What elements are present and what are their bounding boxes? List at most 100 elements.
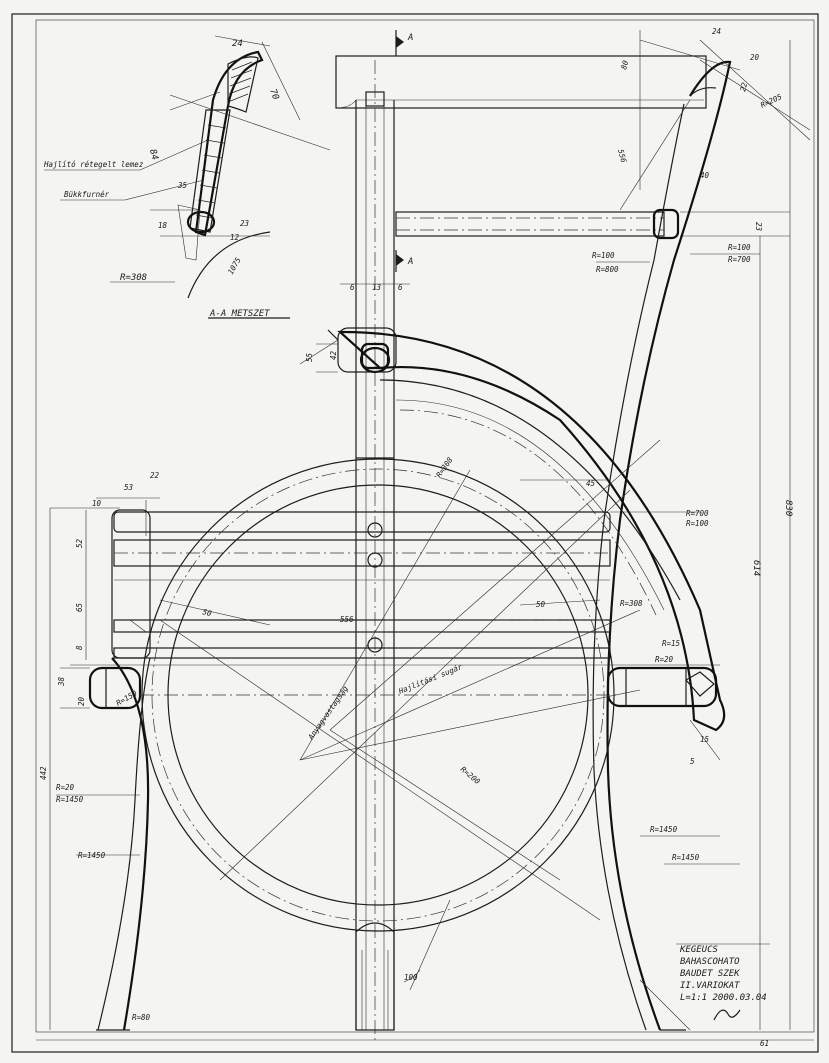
section-arrow-top [396, 36, 404, 48]
dim-55: 55 [305, 352, 314, 362]
seat-front-end [111, 509, 151, 659]
dim-830: 830 [783, 500, 793, 516]
armrest-rear-joint: R=15 R=20 15 5 [606, 639, 721, 766]
section-callout-mid: A 6 13 6 [340, 250, 413, 292]
section-aa-detail: 24 70 84 35 18 23 12 1075 R=308 A-A METS… [43, 35, 331, 319]
post-hole-2 [367, 552, 383, 568]
back-leg-inner-curve [592, 103, 685, 1031]
radius-r-1450-right-b: R=1450 [672, 853, 700, 862]
section-hatching [227, 61, 253, 103]
back-leg-right: 24 80 22 556 40 R=20 5 20 R=100 R=800 R=1… [592, 27, 811, 1031]
dim-23: 23 [240, 219, 250, 228]
section-dowel-circle [186, 210, 216, 234]
radius-r-1450-left: R=1450 [56, 795, 84, 804]
radius-right-a: R=700 [686, 509, 709, 518]
dim-22-seat: 22 [150, 471, 160, 480]
radius-r-15: R=15 [662, 639, 681, 648]
back-crossbar: 23 [395, 208, 790, 240]
dim-22: 22 [738, 81, 749, 93]
radius-r-308: R=308 [620, 599, 643, 608]
dim-38: 38 [57, 676, 66, 687]
crossbar-joint [652, 208, 680, 240]
dim-45: 45 [586, 479, 596, 488]
front-leg-joint [88, 666, 142, 710]
dim-18: 18 [158, 221, 168, 230]
post-hole-1 [367, 522, 383, 538]
section-aa-label: A-A METSZET [209, 309, 270, 319]
dim-12: 12 [230, 233, 240, 242]
dim-6b: 6 [398, 283, 403, 292]
dim-53: 53 [124, 483, 134, 492]
post-foot [355, 922, 395, 1031]
section-lower-piece [177, 204, 201, 261]
note-glue-plywood: Hajlító rétegelt lemez [43, 160, 144, 169]
radius-r-100-a: R=100 [592, 251, 615, 260]
title-line-3: BAUDET SZEK [680, 969, 740, 979]
radius-r-1450-legs: R=1450 [78, 851, 106, 860]
radius-label-308-section: R=308 [120, 273, 147, 283]
inner-frame [35, 19, 815, 1033]
radius-308-arc [187, 231, 271, 299]
radius-r-800: R=800 [596, 265, 619, 274]
title-line-2: BAHASCOHATO [680, 957, 740, 967]
crossbar-rail [395, 211, 665, 237]
dim-40: 40 [700, 171, 710, 180]
armrest-arc: 55 42 [299, 327, 726, 732]
front-leg-outer [111, 657, 150, 1031]
dim-20: 20 [750, 53, 760, 62]
corner-mark: 61 [760, 1039, 769, 1048]
dim-5: 5 [690, 757, 695, 766]
dim-70: 70 [267, 88, 280, 102]
radius-right-b: R=100 [686, 519, 709, 528]
dim-24: 24 [232, 39, 243, 49]
radius-r-80: R=80 [132, 1013, 151, 1022]
callout-a-top: A [407, 33, 413, 43]
note-veneer: Bükkfurnér [64, 190, 110, 199]
dim-614: 614 [751, 560, 761, 576]
dim-100: 100 [404, 973, 418, 982]
radius-r-20: R=20 [655, 655, 674, 664]
right-dimensions: 830 614 R=1450 R=1450 61 [640, 40, 793, 1048]
dim-556: 556 [616, 148, 628, 164]
dim-13: 13 [372, 283, 382, 292]
dim-52: 52 [75, 538, 84, 548]
dim-50-b: 50 [536, 600, 546, 609]
dim-556-seat: 556 [340, 615, 354, 624]
post-hole-3 [367, 637, 383, 653]
dim-8: 8 [75, 645, 84, 650]
title-line-5: L=1:1 2000.03.04 [680, 993, 767, 1003]
dim-24-back: 24 [712, 27, 721, 36]
title-line-4: II.VARIOKAT [680, 981, 740, 991]
armrest-outer [337, 330, 726, 732]
dim-50-a: 50 [201, 607, 213, 618]
radius-r-100-b: R=100 [728, 243, 751, 252]
dim-80: 80 [619, 59, 630, 71]
title-block: KEGEUCS BAHASCOHATO BAUDET SZEK II.VARIO… [676, 943, 770, 1021]
seat-rails: 53 22 10 52 65 8 50 50 556 R=700 R=100 R… [49, 471, 709, 1030]
outer-frame [11, 13, 819, 1053]
dim-442: 442 [39, 766, 48, 780]
radius-r-1450-right-a: R=1450 [650, 825, 678, 834]
arm-rear-block [606, 666, 718, 708]
armrest-front-block [337, 327, 397, 373]
dim-23-right: 23 [754, 222, 763, 232]
seat-ring [70, 458, 720, 932]
dim-65: 65 [75, 602, 84, 612]
title-line-1: KEGEUCS [679, 945, 719, 955]
plywood-layer-strip [189, 109, 231, 233]
callout-a-mid: A [407, 257, 413, 267]
signature-mark [713, 1009, 741, 1021]
seat-rail-top [113, 511, 611, 533]
back-leg-outer-curve [606, 60, 732, 1031]
top-rail-block [335, 55, 707, 109]
dim-84: 84 [147, 148, 159, 161]
section-top-cap [227, 56, 259, 113]
dim-6: 6 [350, 283, 355, 292]
plywood-laminate-ticks [195, 124, 227, 219]
dim-20-b: 20 [77, 696, 86, 706]
dim-10: 10 [92, 499, 102, 508]
radius-r-20-left: R=20 [56, 783, 75, 792]
front-leg-inner [97, 657, 151, 1031]
